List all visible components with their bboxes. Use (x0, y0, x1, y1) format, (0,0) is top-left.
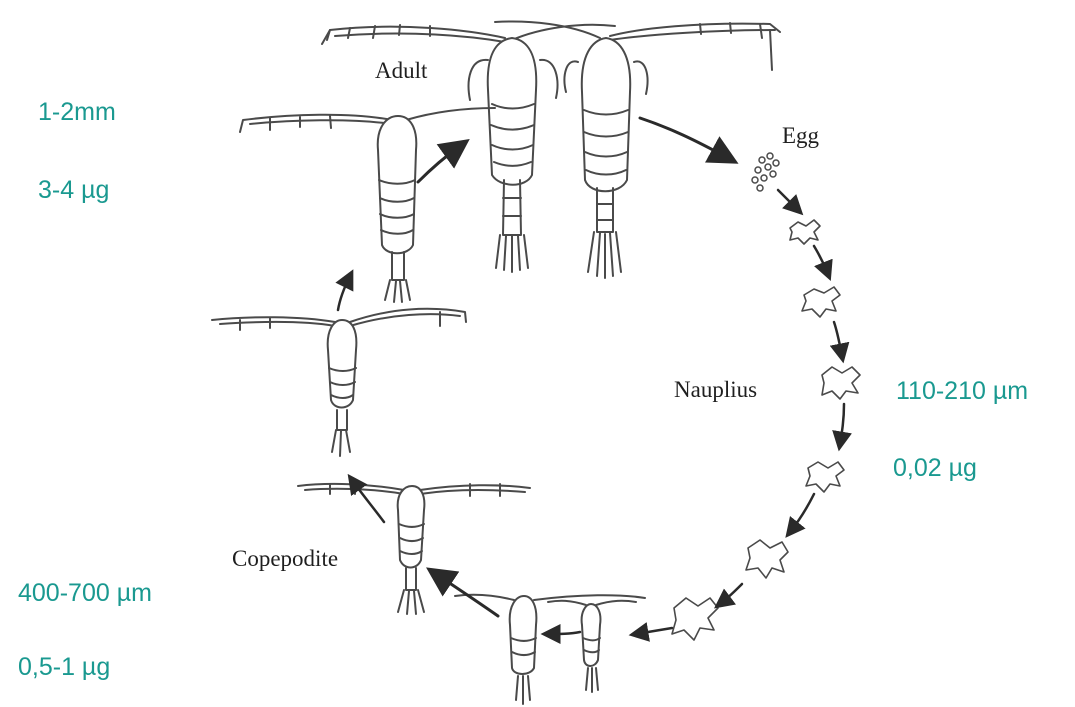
nauplius-length-text: 110-210 µm (896, 377, 1028, 405)
copepodite-length-text: 400-700 µm (18, 579, 152, 607)
stage-label-nauplius: Nauplius (674, 377, 757, 402)
copepodite-stage-early (455, 595, 645, 704)
adult-length-text: 1-2mm (38, 98, 116, 126)
copepodite-stage-first (548, 601, 636, 692)
egg-cluster (752, 153, 779, 191)
copepodite-stage-middle (212, 309, 466, 456)
adult-mass-text: 3-4 µg (38, 176, 109, 204)
stage-label-egg: Egg (782, 123, 820, 148)
adult-copepod-right (495, 22, 780, 278)
stage-label-adult: Adult (375, 58, 428, 83)
nauplius-stages (672, 220, 860, 640)
copepodite-mass-text: 0,5-1 µg (18, 653, 110, 681)
nauplius-mass-text: 0,02 µg (893, 454, 977, 482)
stage-label-copepodite: Copepodite (232, 546, 338, 571)
copepodite-stage-large (240, 108, 495, 302)
